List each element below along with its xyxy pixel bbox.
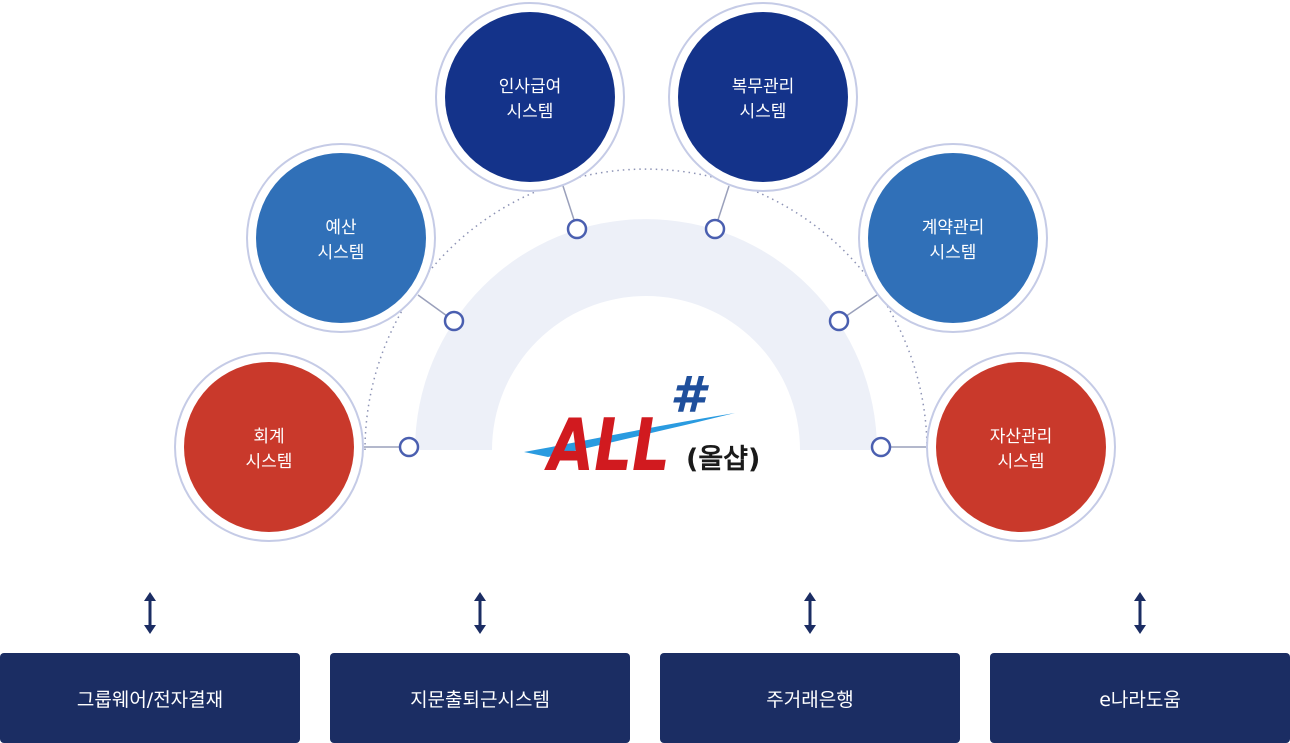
all-sharp-logo: ALL # (올샵) <box>524 366 760 487</box>
integration-box-e-nara-doum: e나라도움 <box>990 653 1290 743</box>
logo-swoosh <box>524 413 735 457</box>
connector-dot <box>828 310 850 332</box>
node-label: 시스템 <box>998 452 1045 472</box>
hub-arc-band <box>415 219 877 450</box>
bidirectional-arrow-icon <box>473 592 487 634</box>
connector-lines <box>364 185 926 458</box>
node-circle <box>678 12 848 182</box>
connector-dot <box>398 436 420 458</box>
integration-label: 지문출퇴근시스템 <box>410 688 550 711</box>
logo-sharp-mark: # <box>670 366 709 424</box>
node-label: 회계 <box>253 427 284 447</box>
integration-box-groupware: 그룹웨어/전자결재 <box>0 653 300 743</box>
node-circle <box>256 153 426 323</box>
node-label: 시스템 <box>930 243 977 263</box>
node-circle <box>868 153 1038 323</box>
node-label: 시스템 <box>507 102 554 122</box>
node-label: 예산 <box>325 218 357 238</box>
node-label: 시스템 <box>318 243 365 263</box>
dotted-orbit <box>364 168 928 451</box>
connector-dot <box>704 218 726 240</box>
connector-dot <box>870 436 892 458</box>
bidirectional-arrow-icon <box>1133 592 1147 634</box>
node-label: 인사급여 <box>499 77 562 97</box>
logo-main-text: ALL <box>544 403 670 487</box>
node-circle <box>445 12 615 182</box>
node-label: 계약관리 <box>922 218 985 238</box>
node-label: 시스템 <box>740 102 787 122</box>
integration-label: 주거래은행 <box>766 688 854 711</box>
node-label: 자산관리 <box>990 427 1053 447</box>
connector-dot <box>443 310 465 332</box>
bidirectional-arrow-icon <box>803 592 817 634</box>
bidirectional-arrow-icon <box>143 592 157 634</box>
integration-label: 그룹웨어/전자결재 <box>76 688 224 711</box>
node-circle <box>184 362 354 532</box>
integration-box-fingerprint-attendance: 지문출퇴근시스템 <box>330 653 630 743</box>
connector-dot <box>566 218 588 240</box>
integration-box-main-bank: 주거래은행 <box>660 653 960 743</box>
node-label: 복무관리 <box>732 77 795 97</box>
node-circle <box>936 362 1106 532</box>
logo-subtitle: (올샵) <box>686 444 760 475</box>
integration-label: e나라도움 <box>1099 688 1181 711</box>
node-label: 시스템 <box>246 452 293 472</box>
